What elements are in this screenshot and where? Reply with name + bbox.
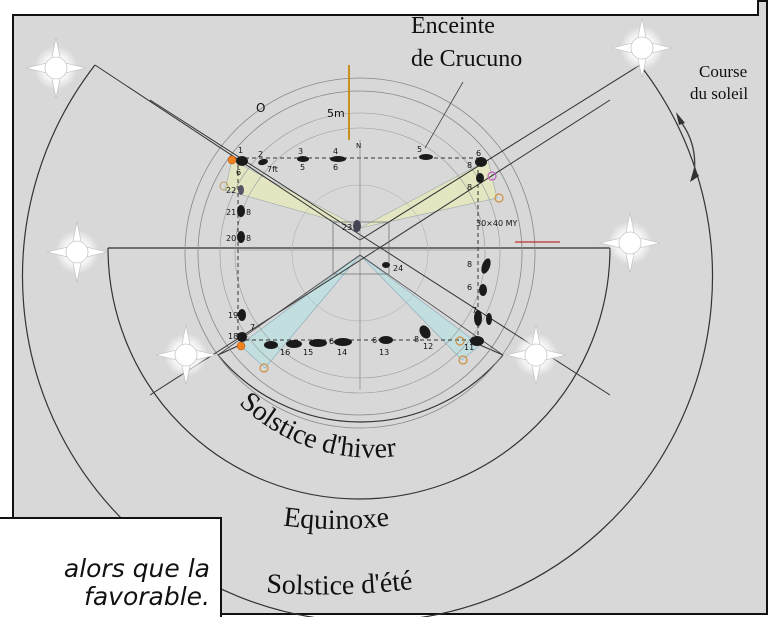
stone-label: 15 [303, 348, 313, 357]
stone-label: 4 [333, 147, 338, 156]
caption-box: alors que la favorable. [0, 517, 222, 617]
stone-label: 12 [423, 342, 433, 351]
winter-solstice-arc [217, 354, 504, 423]
curved-arrow-icon [677, 117, 696, 181]
stone-label: 7 [472, 306, 477, 315]
compass-o-label: O [256, 101, 265, 115]
stone-label: 2 [258, 150, 263, 159]
winter-solstice-label: Solstice d'hiver [234, 386, 398, 465]
caption-line2: favorable. [84, 582, 210, 611]
stone-label: 6 [476, 149, 481, 158]
north-label: N [356, 142, 361, 150]
caption-line1: alors que la [63, 554, 210, 583]
stone-label: 7ft [267, 165, 278, 174]
stones-group [236, 154, 492, 349]
stone-label: 18 [228, 332, 238, 341]
stone-label: 5 [417, 145, 422, 154]
stone-label: 6 [236, 168, 241, 177]
stone-label: 8 [467, 161, 472, 170]
stone-label: 21 [226, 208, 236, 217]
dimension-label: 30×40 MY [476, 219, 518, 228]
stone-label: 11 [464, 343, 474, 352]
stone-label: 1 [238, 146, 243, 155]
winter-wedge-right [359, 254, 481, 361]
stone-label: 8 [467, 183, 472, 192]
summer-wedge-left [224, 159, 361, 229]
sun-star-icon [155, 324, 217, 386]
sun-star-icon [25, 37, 87, 99]
stone-label: 8 [467, 260, 472, 269]
stone-label: 23 [342, 223, 352, 232]
stone-label: 22 [226, 186, 236, 195]
summer-wedge-right [359, 159, 498, 229]
enclosure-rectangle [237, 157, 479, 341]
stone-label: 6 [467, 283, 472, 292]
enceinte-label: Enceinte [411, 13, 495, 39]
stone-label: 8 [246, 234, 251, 243]
stone-label: 13 [379, 348, 389, 357]
stone-label: 8 [414, 335, 419, 344]
stone-label: 5 [300, 163, 305, 172]
course-label-line1: Course [699, 62, 748, 81]
course-label-line2: du soleil [690, 84, 749, 103]
equinox-label: Equinoxe [282, 502, 391, 537]
summer-solstice-arc [21, 64, 714, 617]
sun-star-icon [46, 221, 108, 283]
stone-label: 6 [333, 163, 338, 172]
equinox-arc [107, 247, 611, 500]
stone-label: 16 [280, 348, 290, 357]
stone-label: 3 [298, 147, 303, 156]
sun-star-icon [611, 17, 673, 79]
stone-label: 19 [228, 311, 238, 320]
diagram-panel [12, 0, 768, 615]
outer-circle [184, 77, 536, 429]
stone-label: 7 [250, 323, 255, 332]
stone-label: 20 [226, 234, 236, 243]
stone-label: 6 [329, 337, 334, 346]
stone-label: 8 [246, 208, 251, 217]
stone [236, 156, 248, 166]
stone-label: 14 [337, 348, 347, 357]
scale-label: 5m [327, 107, 345, 120]
top-caption-box [12, 0, 759, 16]
enceinte-label-line2: de Crucuno [411, 46, 523, 72]
stone-label: 6 [372, 336, 377, 345]
enceinte-label-line1: Enceinte [411, 13, 495, 39]
stone-label: 24 [393, 264, 403, 273]
summer-solstice-label: Solstice d'été [265, 565, 413, 601]
